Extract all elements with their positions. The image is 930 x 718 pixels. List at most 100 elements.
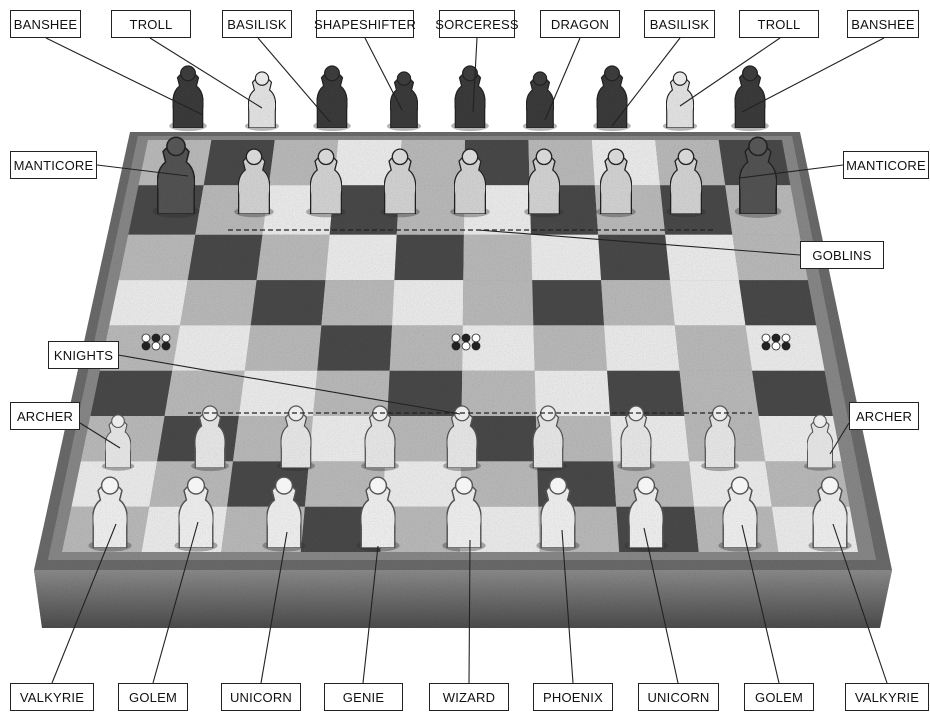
dark-back-piece [451, 66, 489, 131]
dark-back-piece [731, 66, 769, 131]
board-square [531, 235, 601, 280]
board-square [739, 280, 816, 325]
marker-dot [162, 334, 170, 342]
marker-dot [452, 334, 460, 342]
leader-line [545, 38, 580, 120]
piece-head [318, 149, 333, 164]
label-golem-right: GOLEM [744, 683, 814, 711]
board-square [119, 235, 196, 280]
board-square [665, 235, 739, 280]
piece-head [276, 477, 293, 494]
board-square [604, 325, 680, 370]
marker-dot [472, 334, 480, 342]
board-square [245, 325, 322, 370]
label-genie: GENIE [324, 683, 403, 711]
board-square [394, 235, 464, 280]
board-square [462, 371, 536, 416]
board-square [670, 280, 746, 325]
piece-head [325, 66, 340, 81]
board-square [180, 280, 257, 325]
label-valkyrie-right: VALKYRIE [845, 683, 929, 711]
label-unicorn-right: UNICORN [638, 683, 719, 711]
label-manticore-left: MANTICORE [10, 151, 97, 179]
board-square [251, 280, 326, 325]
piece-head [167, 137, 185, 155]
piece-head [605, 66, 620, 81]
board-square [90, 371, 172, 416]
piece-head [743, 66, 758, 81]
label-archer-right: ARCHER [849, 402, 919, 430]
board-square [257, 235, 330, 280]
marker-dot [162, 342, 170, 350]
label-wizard: WIZARD [429, 683, 509, 711]
board-front-edge [34, 570, 892, 628]
dark-back-piece [169, 66, 207, 131]
piece-head [370, 477, 387, 494]
label-manticore-right: MANTICORE [843, 151, 929, 179]
label-banshee-left: BANSHEE [10, 10, 81, 38]
label-phoenix: PHOENIX [533, 683, 613, 711]
label-dragon: DRAGON [540, 10, 620, 38]
dark-back-piece [663, 72, 697, 131]
piece-head [188, 477, 205, 494]
dark-back-piece [313, 66, 351, 131]
marker-dot [762, 342, 770, 350]
board-square [188, 235, 263, 280]
dark-back-piece [593, 66, 631, 131]
marker-dot [142, 342, 150, 350]
piece-head [814, 415, 827, 428]
label-archer-left: ARCHER [10, 402, 80, 430]
label-shapeshifter: SHAPESHIFTER [316, 10, 414, 38]
board-square [387, 371, 462, 416]
board-square [532, 280, 604, 325]
piece-head [536, 149, 551, 164]
board-square [326, 235, 397, 280]
marker-dot [772, 342, 780, 350]
marker-dot [782, 342, 790, 350]
piece-head [533, 72, 546, 85]
label-valkyrie-left: VALKYRIE [10, 683, 94, 711]
piece-head [112, 415, 125, 428]
piece-head [397, 72, 410, 85]
marker-dot [452, 342, 460, 350]
board-square [601, 280, 675, 325]
board-square [392, 280, 463, 325]
marker-dot [462, 334, 470, 342]
board-square [463, 235, 532, 280]
board-square [463, 280, 534, 325]
dark-back-piece [523, 72, 557, 131]
piece-head [732, 477, 749, 494]
board-square [752, 371, 833, 416]
label-sorceress: SORCERESS [439, 10, 515, 38]
piece-head [181, 66, 196, 81]
piece-head [749, 137, 767, 155]
board-square [321, 280, 394, 325]
marker-dot [762, 334, 770, 342]
piece-head [102, 477, 119, 494]
marker-dot [772, 334, 780, 342]
board-square [109, 280, 187, 325]
marker-dot [152, 342, 160, 350]
leader-line [365, 38, 402, 110]
label-basilisk-left: BASILISK [222, 10, 292, 38]
label-golem-left: GOLEM [118, 683, 188, 711]
label-banshee-right: BANSHEE [847, 10, 919, 38]
piece-head [608, 149, 623, 164]
marker-dot [472, 342, 480, 350]
marker-dot [782, 334, 790, 342]
board-square [732, 235, 807, 280]
label-goblins: GOBLINS [800, 241, 884, 269]
piece-head [462, 149, 477, 164]
board-square [675, 325, 752, 370]
dark-back-piece [245, 72, 279, 131]
label-basilisk-right: BASILISK [644, 10, 715, 38]
piece-head [246, 149, 261, 164]
board-square [317, 325, 392, 370]
label-knights: KNIGHTS [48, 341, 119, 369]
dark-back-piece [387, 72, 421, 131]
label-unicorn-left: UNICORN [221, 683, 301, 711]
board-square [607, 371, 684, 416]
piece-head [822, 477, 839, 494]
piece-head [456, 477, 473, 494]
